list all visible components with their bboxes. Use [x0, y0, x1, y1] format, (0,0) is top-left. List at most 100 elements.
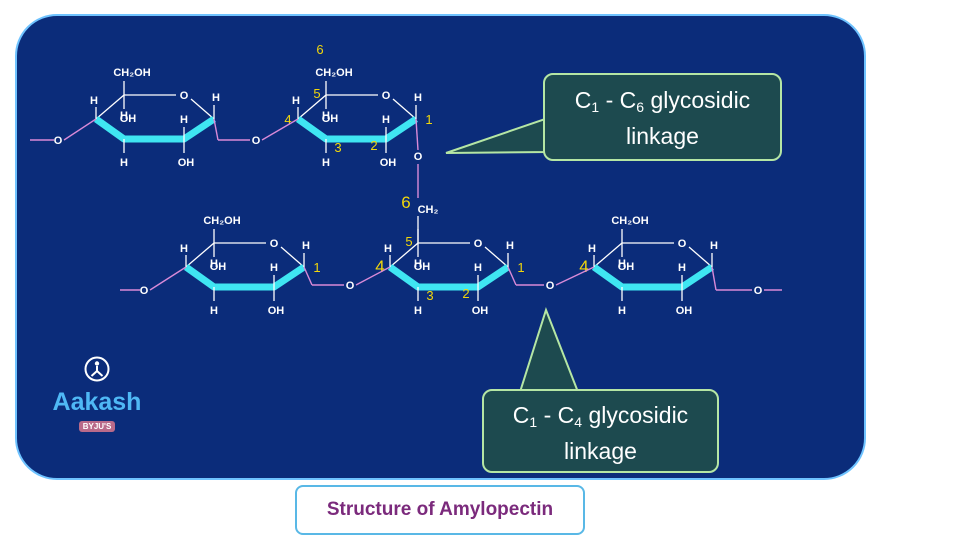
- c4-oh: OH: [120, 113, 137, 125]
- glucose-ring-1: [93, 94, 216, 143]
- glycosidic-oxygen: O: [252, 135, 261, 147]
- c1-c4-link: [63, 118, 97, 141]
- carbon-number-2: 2: [462, 286, 469, 301]
- glycosidic-oxygen: O: [54, 135, 63, 147]
- c4-oh: OH: [210, 261, 227, 273]
- c4-oh: OH: [322, 113, 339, 125]
- c2-oh: OH: [472, 305, 489, 317]
- h-atom: H: [384, 243, 392, 255]
- carbon-number-3: 3: [426, 288, 433, 303]
- c2-oh: OH: [380, 157, 397, 169]
- ring-bond: [389, 242, 419, 268]
- c1-c4-linkage-word: linkage: [564, 438, 637, 464]
- h-atom: H: [120, 110, 128, 122]
- ring-bond: [95, 94, 125, 120]
- ring-front-edge: [183, 264, 306, 291]
- glucose-ring-4: [387, 242, 510, 291]
- carbon-number-4: 4: [375, 257, 384, 276]
- carbon-number-1: 1: [313, 260, 320, 275]
- ring-bond: [688, 246, 713, 268]
- h-atom: H: [90, 95, 98, 107]
- c1-c6-link: [415, 118, 419, 151]
- h-atom: H: [382, 114, 390, 126]
- c1-c4-link: [149, 266, 187, 291]
- ch2-group: CH₂: [418, 204, 439, 216]
- ch2oh-group: CH₂OH: [611, 215, 648, 227]
- c1-c4-link: [261, 118, 299, 141]
- ring-bond: [190, 98, 215, 120]
- h-atom: H: [414, 92, 422, 104]
- ch2oh-group: CH₂OH: [113, 67, 150, 79]
- c1-c4-link: [507, 266, 517, 286]
- diagram-caption: Structure of Amylopectin: [295, 485, 585, 535]
- glucose-ring-5: [591, 242, 714, 291]
- logo-tagline: BYJU'S: [78, 421, 116, 432]
- carbon-number-4: 4: [579, 257, 588, 276]
- h-atom: H: [210, 258, 218, 270]
- c1-c4-link: [303, 266, 313, 286]
- ring-bond: [392, 98, 417, 120]
- ring-bond: [297, 94, 327, 120]
- h-atom: H: [414, 305, 422, 317]
- h-atom: H: [618, 305, 626, 317]
- c1-c6-callout: C1 - C6 glycosidic linkage: [543, 73, 782, 161]
- carbon-number-5: 5: [313, 86, 320, 101]
- carbon-number-3: 3: [334, 140, 341, 155]
- ring-oxygen: O: [678, 238, 687, 250]
- h-atom: H: [270, 262, 278, 274]
- h-atom: H: [292, 95, 300, 107]
- h-atom: H: [588, 243, 596, 255]
- h-atom: H: [180, 114, 188, 126]
- c2-oh: OH: [178, 157, 195, 169]
- h-atom: H: [618, 258, 626, 270]
- c1-c6-linkage-word: linkage: [626, 123, 699, 149]
- aakash-emblem-icon: [84, 356, 110, 382]
- h-atom: H: [678, 262, 686, 274]
- h-atom: H: [474, 262, 482, 274]
- ring-oxygen: O: [382, 90, 391, 102]
- glycosidic-oxygen: O: [140, 285, 149, 297]
- h-atom: H: [322, 110, 330, 122]
- carbon-number-1: 1: [517, 260, 524, 275]
- c1-c6-title: C1 - C6 glycosidic: [574, 87, 751, 115]
- ring-bond: [484, 246, 509, 268]
- c2-oh: OH: [268, 305, 285, 317]
- h-atom: H: [506, 240, 514, 252]
- h-atom: H: [120, 157, 128, 169]
- carbon-number-6-top: 6: [316, 42, 323, 57]
- carbon-number-6-branch: 6: [401, 193, 410, 212]
- h-atom: H: [710, 240, 718, 252]
- ring-bond: [185, 242, 215, 268]
- ring-front-edge: [387, 264, 510, 291]
- c4-oh: OH: [414, 261, 431, 273]
- c4-oh: OH: [618, 261, 635, 273]
- branch-oxygen: O: [414, 151, 423, 163]
- glycosidic-oxygen: O: [346, 280, 355, 292]
- c1-c4-link: [213, 118, 219, 141]
- c1-c4-title: C1 - C4 glycosidic: [512, 402, 689, 430]
- glucose-ring-2: [295, 94, 418, 143]
- glycosidic-oxygen: O: [546, 280, 555, 292]
- ring-oxygen: O: [474, 238, 483, 250]
- c1-c4-link: [355, 266, 391, 286]
- ring-front-edge: [93, 116, 216, 143]
- carbon-number-4: 4: [284, 112, 291, 127]
- glucose-ring-3: [183, 242, 306, 291]
- carbon-number-2: 2: [370, 138, 377, 153]
- h-atom: H: [210, 305, 218, 317]
- ring-front-edge: [591, 264, 714, 291]
- ch2oh-group: CH₂OH: [315, 67, 352, 79]
- aakash-logo: Aakash BYJU'S: [42, 355, 152, 434]
- ring-front-edge: [295, 116, 418, 143]
- c2-oh: OH: [676, 305, 693, 317]
- h-atom: H: [180, 243, 188, 255]
- c1-c4-callout: C1 - C4 glycosidic linkage: [482, 389, 719, 473]
- ring-bond: [280, 246, 305, 268]
- c1c4-pointer: [518, 306, 580, 393]
- ring-oxygen: O: [270, 238, 279, 250]
- h-atom: H: [212, 92, 220, 104]
- ch2oh-group: CH₂OH: [203, 215, 240, 227]
- ring-bond: [593, 242, 623, 268]
- ring-oxygen: O: [180, 90, 189, 102]
